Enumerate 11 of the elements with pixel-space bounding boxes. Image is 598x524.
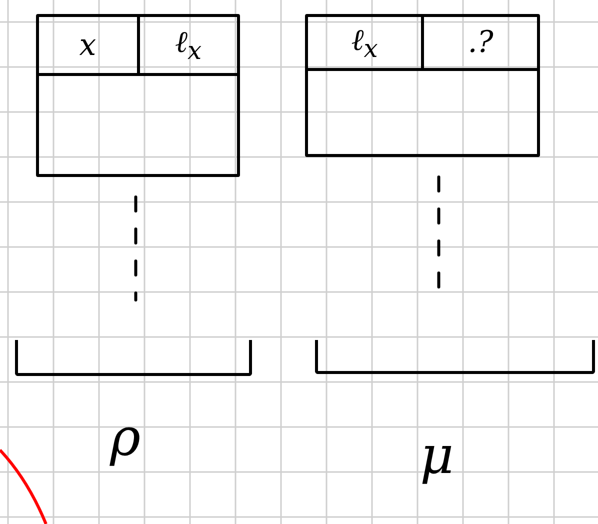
symbol-label: μ <box>420 430 454 482</box>
symbol-label: ρ <box>110 412 141 464</box>
table-outline <box>36 14 240 177</box>
dashed-line <box>134 196 138 302</box>
bracket-bar <box>315 340 595 374</box>
column-header: ℓ$_{x}$ <box>351 22 378 62</box>
bracket-bar <box>15 340 252 376</box>
table-outline <box>305 14 540 157</box>
column-header: .? <box>468 25 494 60</box>
column-header: x <box>79 28 96 62</box>
column-header: ℓ$_{x}$ <box>174 25 202 65</box>
